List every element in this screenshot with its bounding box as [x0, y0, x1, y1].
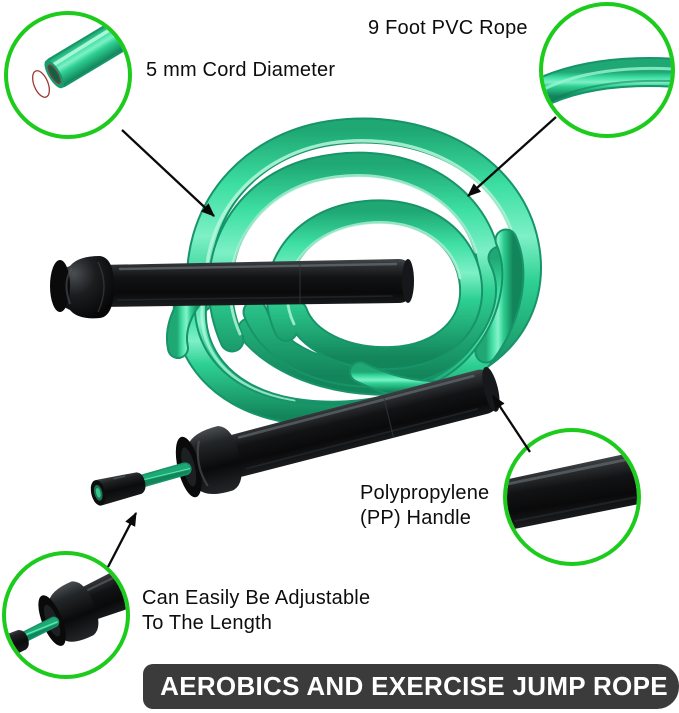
callout-pp-handle — [503, 428, 641, 566]
adjustable-end-cap — [90, 462, 192, 506]
callout-cord-diameter — [4, 11, 132, 139]
leader-cord-diameter — [121, 129, 215, 217]
upper-handle — [50, 256, 414, 319]
label-adjustable: Can Easily Be Adjustable To The Length — [142, 587, 371, 634]
label-cord-diameter: 5 mm Cord Diameter — [146, 59, 336, 81]
leader-rope-length — [467, 116, 557, 197]
callout-adjustable — [2, 551, 130, 679]
lower-handle — [175, 366, 500, 498]
leader-pp-handle — [492, 395, 531, 453]
banner-title-text: AEROBICS AND EXERCISE JUMP ROPE — [160, 671, 668, 701]
leader-adjustable — [106, 511, 138, 568]
title-banner: AEROBICS AND EXERCISE JUMP ROPE — [143, 664, 679, 709]
leader-lines — [106, 116, 557, 568]
callout-rope-length — [539, 2, 675, 138]
label-handle-material: Polypropylene (PP) Handle — [360, 482, 490, 529]
label-rope-length: 9 Foot PVC Rope — [368, 17, 528, 39]
